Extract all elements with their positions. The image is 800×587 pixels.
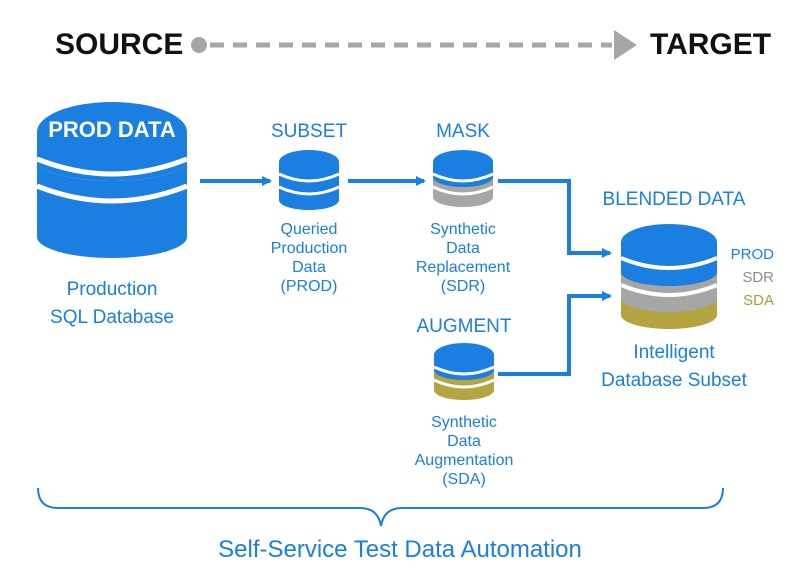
source-label: SOURCE [55,28,184,61]
augment-database-icon [433,343,495,400]
blended-database-icon [620,224,718,329]
prod-database-label: Production SQL Database [50,279,174,328]
subset-title: SUBSET [270,121,348,142]
blended-label: Intelligent Database Subset [601,342,747,391]
target-label: TARGET [650,28,772,61]
mask-title: MASK [436,121,490,142]
prod-database-title: PROD DATA [48,117,176,142]
augment-title: AUGMENT [416,316,512,337]
augment-to-blended-arrow-icon [498,291,612,376]
mask-to-blended-arrow-icon [498,179,612,258]
mask-database-icon [432,150,494,207]
legend-sda: SDA [743,292,774,309]
mask-description: Synthetic Data Replacement (SDR) [415,221,511,295]
subset-database-icon [278,150,340,210]
blended-title: BLENDED DATA [602,189,746,210]
legend-sdr: SDR [742,269,774,286]
blended-legend: PROD SDR SDA [722,243,774,312]
brace-icon [37,487,724,527]
subset-description: Queried Production Data (PROD) [270,221,348,295]
prod-database-icon [36,102,188,258]
augment-description: Synthetic Data Augmentation (SDA) [414,414,514,488]
flow-arrows [200,176,612,376]
source-target-arrow-icon [191,30,637,60]
footer-title: Self-Service Test Data Automation [218,536,582,563]
legend-prod: PROD [730,246,774,263]
